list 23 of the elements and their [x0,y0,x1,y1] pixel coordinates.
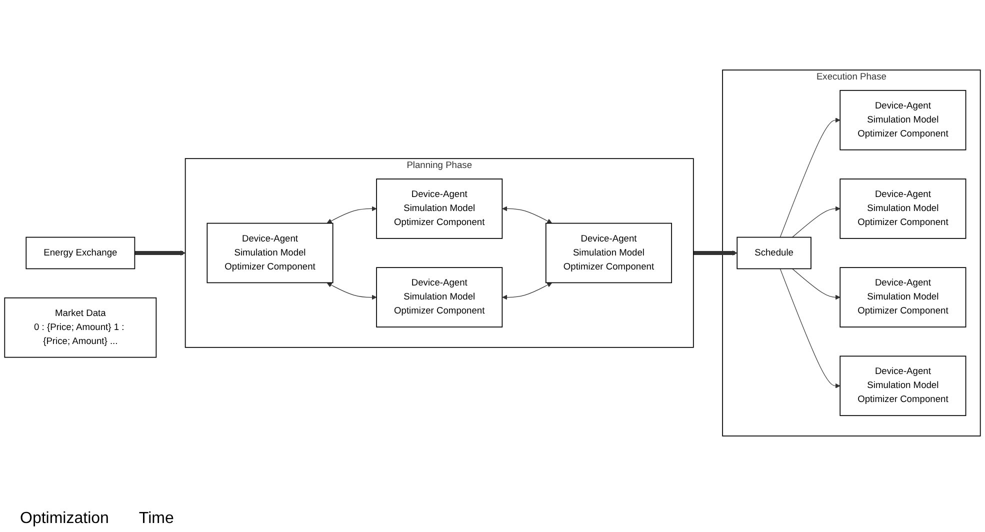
arrow [792,206,840,238]
note-text: Time [138,510,174,528]
node-box: Energy Exchange [26,236,136,270]
arrow [326,282,377,300]
arrow [792,268,840,300]
node-box: Device-Agent Simulation Model Optimizer Component [840,356,966,416]
arrow [693,250,738,256]
node-box: Device-Agent Simulation Model Optimizer Component [206,222,334,284]
node-box: Device-Agent Simulation Model Optimizer Component [840,90,966,150]
note-text: Optimization [20,510,109,528]
arrow [134,250,186,256]
node-box: Device-Agent Simulation Model Optimizer Component [545,222,672,284]
node-box: Device-Agent Simulation Model Optimizer Component [376,178,503,239]
node-box: Device-Agent Simulation Model Optimizer Component [840,178,966,239]
node-box: Schedule [736,236,812,270]
node-box: Market Data 0 : {Price; Amount} 1 : {Price; Amount} ... [4,297,157,358]
arrow [502,206,552,224]
arrow [502,282,552,300]
node-box: Device-Agent Simulation Model Optimizer Component [840,267,966,328]
node-box: Device-Agent Simulation Model Optimizer Component [376,267,503,328]
arrow [326,206,377,224]
arrow [780,118,840,238]
arrow [780,268,840,388]
